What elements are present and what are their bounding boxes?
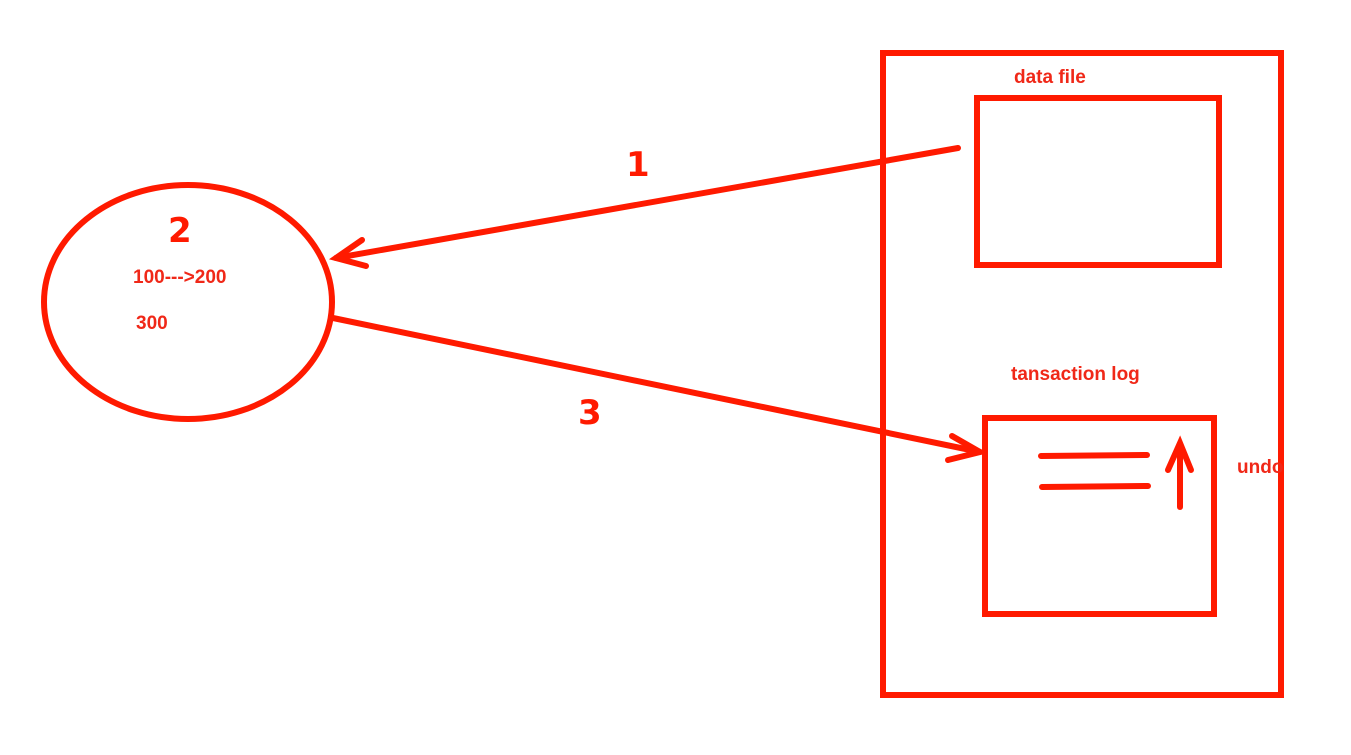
- undo-arrow-icon: [1165, 435, 1194, 510]
- step-1-label: 1: [626, 145, 650, 185]
- log-entries: [1038, 452, 1151, 490]
- data-file-label: data file: [1014, 67, 1086, 88]
- value-change-text: 100--->200: [133, 267, 226, 288]
- step-3-label: 3: [578, 393, 602, 433]
- read-arrow: [328, 145, 961, 269]
- step-2-label: 2: [168, 211, 192, 251]
- storage-box: [880, 50, 1284, 698]
- memory-ellipse: [41, 182, 335, 422]
- transaction-log-box: [982, 415, 1217, 617]
- undo-label: undo: [1237, 457, 1283, 478]
- data-file-box: [974, 95, 1222, 268]
- value-other-text: 300: [136, 313, 168, 334]
- transaction-log-label: tansaction log: [1011, 364, 1140, 385]
- write-arrow: [330, 315, 988, 463]
